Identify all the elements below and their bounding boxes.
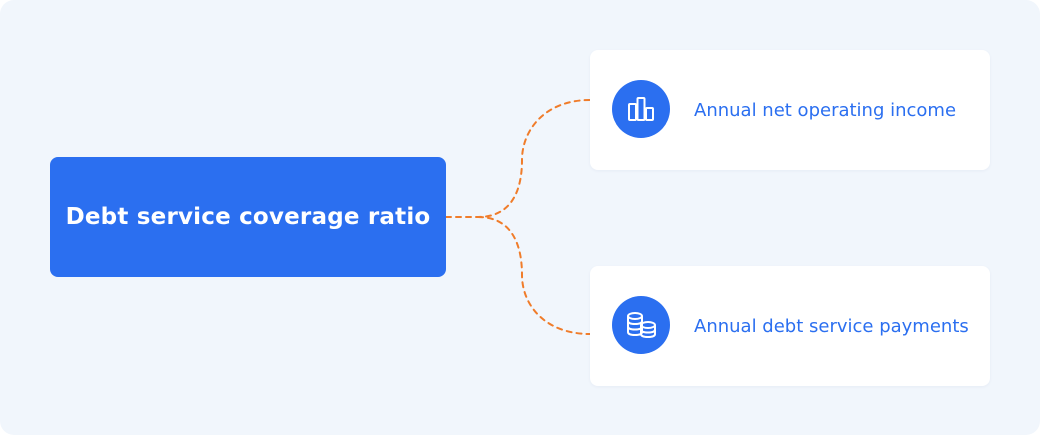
branch-label-debt-service-payments: Annual debt service payments <box>694 315 969 337</box>
branch-node-debt-service-payments: Annual debt service payments <box>590 266 990 386</box>
coin-stack-icon <box>612 296 670 354</box>
root-node: Debt service coverage ratio <box>50 157 446 277</box>
branch-label-net-operating-income: Annual net operating income <box>694 99 957 121</box>
connector-to-net-operating-income <box>445 99 591 218</box>
branch-node-net-operating-income: Annual net operating income <box>590 50 990 170</box>
connector-to-debt-service-payments <box>477 216 591 335</box>
root-node-label: Debt service coverage ratio <box>65 204 431 230</box>
bar-chart-icon <box>612 80 670 138</box>
